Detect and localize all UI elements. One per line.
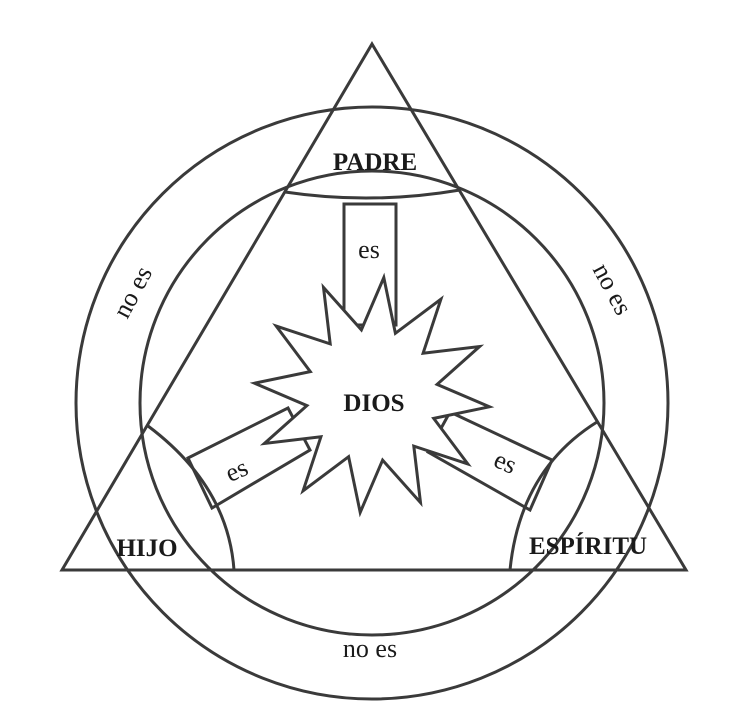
node-espiritu: ESPÍRITU: [529, 532, 647, 560]
left-corner-arc: [147, 424, 236, 571]
node-hijo: HIJO: [116, 535, 177, 562]
relation-no-es-right: no es: [587, 258, 638, 319]
relation-no-es-left: no es: [107, 261, 158, 322]
top-corner-arc: [284, 188, 461, 200]
relation-es-top: es: [358, 235, 380, 264]
outer-ring: [74, 105, 670, 701]
relation-no-es-bottom: no es: [343, 634, 397, 663]
connector-right: [425, 410, 554, 513]
node-padre: PADRE: [333, 149, 417, 176]
node-dios: DIOS: [343, 390, 404, 417]
right-corner-arc: [508, 420, 598, 571]
outer-triangle: [59, 41, 689, 572]
inner-ring: [138, 169, 606, 637]
center-star: [249, 272, 495, 518]
